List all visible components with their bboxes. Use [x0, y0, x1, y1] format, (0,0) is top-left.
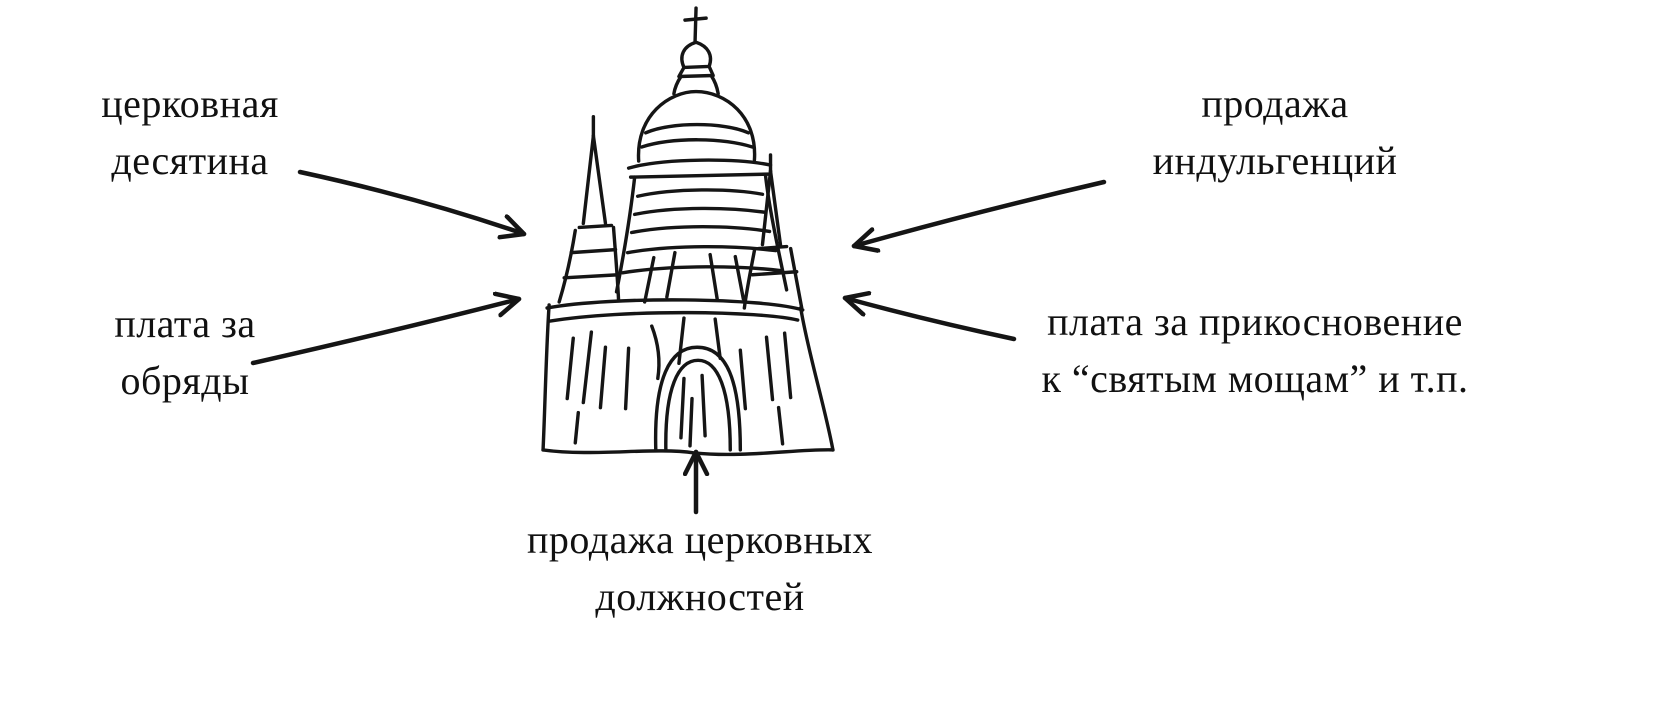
label-indulgences-line1: продажа: [1201, 81, 1349, 126]
label-rites-fee: плата за обряды: [70, 296, 300, 410]
label-relics-fee: плата за прикосновение к “святым мощам” …: [990, 294, 1520, 408]
arrow-relics: [842, 298, 1017, 342]
label-positions-sale-line1: продажа церковных: [527, 517, 873, 562]
church-sketch-strokes: [541, 6, 835, 457]
arrow-tithe: [297, 169, 527, 234]
label-relics-fee-line2: к “святым мощам” и т.п.: [1041, 355, 1469, 401]
label-relics-fee-line1: плата за прикосновение: [1047, 299, 1463, 344]
arrow-indulgences: [851, 179, 1107, 246]
label-church-tithe: церковная десятина: [60, 76, 320, 190]
label-church-tithe-line1: церковная: [101, 81, 279, 126]
label-rites-fee-line2: обряды: [120, 357, 250, 403]
label-church-tithe-line2: десятина: [111, 137, 269, 183]
label-rites-fee-line1: плата за: [114, 301, 256, 346]
label-positions-sale: продажа церковных должностей: [480, 512, 920, 626]
label-indulgences-line2: индульгенций: [1152, 137, 1398, 183]
label-indulgences: продажа индульгенций: [1115, 76, 1435, 190]
label-positions-sale-line2: должностей: [595, 573, 805, 619]
church-sketch-illustration: [541, 6, 835, 457]
